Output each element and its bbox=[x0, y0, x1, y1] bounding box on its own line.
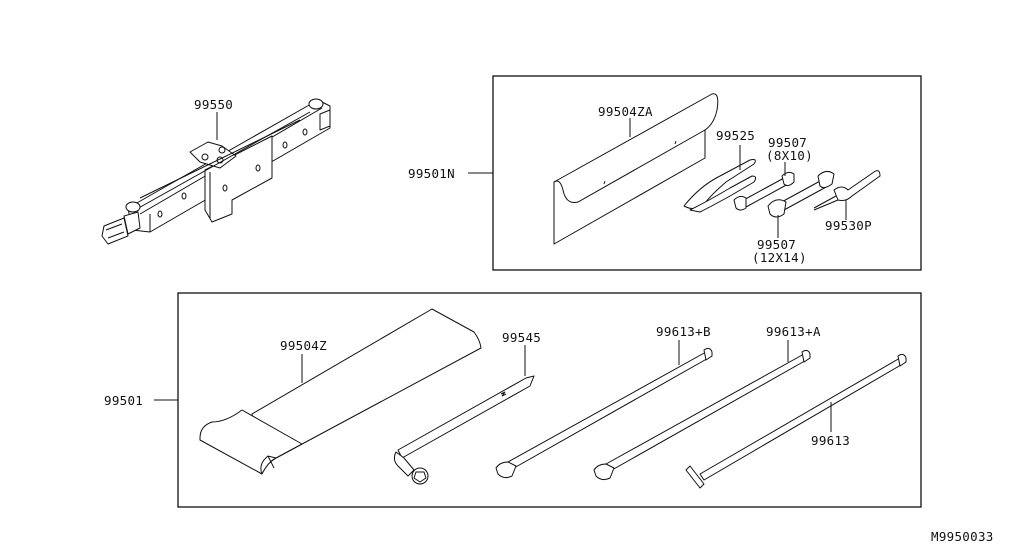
drawing-code: M9950033 bbox=[931, 529, 994, 544]
part-label-tool-set-assy[interactable]: 99501 bbox=[104, 393, 143, 408]
jack-rod-b-illustration[interactable] bbox=[495, 347, 713, 479]
wheel-nut-wrench-illustration[interactable] bbox=[393, 375, 535, 485]
part-label-jack-rod-a[interactable]: 99613+A bbox=[766, 324, 821, 339]
jack-rod-a-illustration[interactable] bbox=[593, 349, 811, 481]
part-label-jack[interactable]: 99550 bbox=[194, 97, 233, 112]
part-label-screwdriver[interactable]: 99530P bbox=[825, 218, 872, 233]
tool-bag-lower-illustration[interactable] bbox=[199, 308, 482, 475]
part-label-tool-bag-lower[interactable]: 99504Z bbox=[280, 338, 327, 353]
part-label-spanner-large-size: (12X14) bbox=[752, 250, 807, 265]
tool-bag-upper-illustration[interactable] bbox=[553, 93, 719, 245]
spanner-large-illustration[interactable] bbox=[767, 170, 835, 218]
jack-illustration[interactable] bbox=[101, 98, 331, 245]
jack-handle-illustration[interactable] bbox=[685, 353, 907, 489]
part-label-tool-bag-upper[interactable]: 99504ZA bbox=[598, 104, 653, 119]
part-label-pliers[interactable]: 99525 bbox=[716, 128, 755, 143]
screwdriver-illustration[interactable] bbox=[813, 170, 881, 211]
part-label-tool-set-bag-assy[interactable]: 99501N bbox=[408, 166, 455, 181]
part-label-wheel-nut-wrench[interactable]: 99545 bbox=[502, 330, 541, 345]
part-label-spanner-small-size: (8X10) bbox=[766, 148, 813, 163]
part-label-spanner-large[interactable]: 99507 bbox=[757, 237, 796, 252]
part-label-jack-rod-b[interactable]: 99613+B bbox=[656, 324, 711, 339]
part-label-spanner-small[interactable]: 99507 bbox=[768, 135, 807, 150]
spanner-small-illustration[interactable] bbox=[733, 171, 795, 211]
part-label-jack-handle[interactable]: 99613 bbox=[811, 433, 850, 448]
pliers-illustration[interactable] bbox=[683, 159, 757, 213]
